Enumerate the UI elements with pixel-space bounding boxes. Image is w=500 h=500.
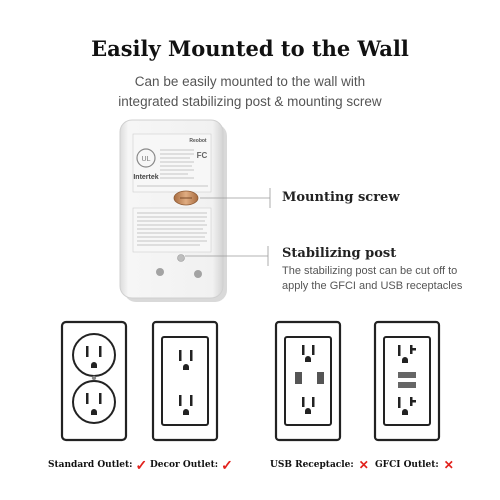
intertek-mark: Intertek: [133, 174, 158, 181]
outlet-caption-standard: Standard Outlet: ✓: [48, 458, 147, 472]
subtitle-line-2: integrated stabilizing post & mounting s…: [118, 94, 382, 109]
screw-hole-icon: [194, 270, 202, 278]
stabilizing-post-label: Stabilizing post: [282, 246, 397, 261]
brand-mark: Reobot: [189, 138, 207, 144]
reset-button-icon: [398, 382, 416, 388]
outlet-caption-gfci: GFCI Outlet: ✕: [375, 458, 454, 472]
usb-port-icon: [295, 372, 302, 384]
outlet-caption-decor: Decor Outlet: ✓: [150, 458, 233, 472]
outlet-caption-usb: USB Receptacle: ✕: [270, 458, 369, 472]
outlet-label-standard: Standard Outlet:: [48, 460, 133, 470]
device-label-top: [132, 133, 212, 193]
page-title: Easily Mounted to the Wall: [91, 36, 409, 61]
usb-receptacle-icon: [274, 320, 342, 442]
usb-port-icon: [317, 372, 324, 384]
outlet-label-usb: USB Receptacle:: [270, 460, 354, 470]
check-icon: ✓: [135, 457, 148, 473]
stabilizing-post-icon: [177, 254, 185, 262]
outlet-label-gfci: GFCI Outlet:: [375, 460, 439, 470]
test-button-icon: [398, 372, 416, 378]
certification-badge-icon: [136, 148, 156, 168]
screw-hole-icon: [156, 268, 164, 276]
outlet-label-decor: Decor Outlet:: [150, 460, 219, 470]
cross-icon: ✕: [443, 458, 454, 472]
standard-outlet-icon: [60, 320, 128, 442]
svg-text:FC: FC: [197, 151, 208, 160]
decor-outlet-icon: [151, 320, 219, 442]
stabilizing-post-desc-line-2: apply the GFCI and USB receptacles: [282, 280, 463, 292]
mounting-screw-label: Mounting screw: [282, 190, 400, 205]
check-icon: ✓: [221, 457, 233, 473]
subtitle-line-1: Can be easily mounted to the wall with: [134, 74, 366, 89]
gfci-outlet-icon: [373, 320, 441, 442]
stabilizing-post-desc-line-1: The stabilizing post can be cut off to: [282, 265, 458, 277]
fine-print-top: [137, 149, 208, 187]
callout-lines: [185, 188, 271, 266]
svg-text:UL: UL: [142, 156, 151, 163]
fine-print-bottom: [137, 212, 207, 246]
cross-icon: ✕: [358, 458, 369, 472]
